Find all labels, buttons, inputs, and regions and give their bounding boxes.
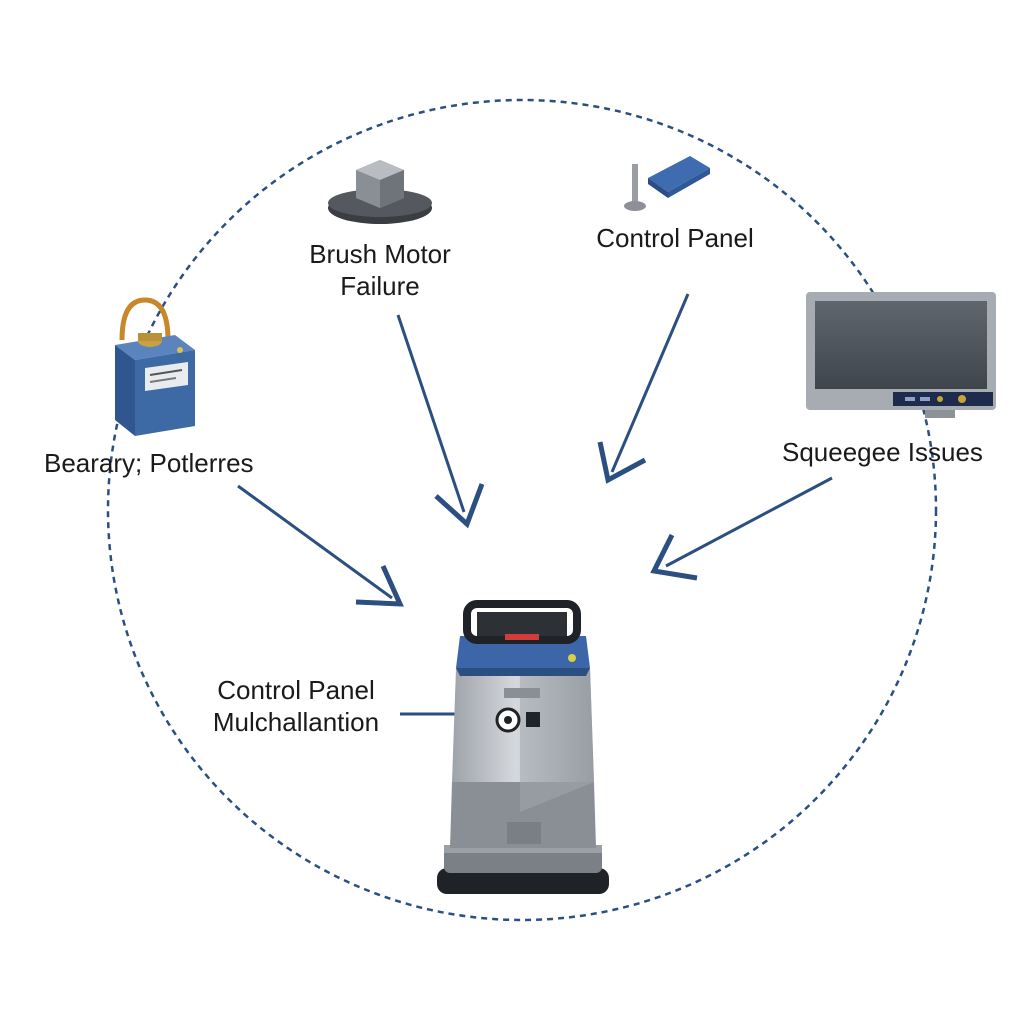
dashed-boundary-circle bbox=[106, 98, 938, 922]
arrow-battery bbox=[237, 484, 404, 607]
label-malfunction-line2: Mulchallantion bbox=[212, 707, 380, 737]
label-brush-motor-line2: Failure bbox=[340, 271, 420, 301]
arrow-control-panel bbox=[597, 293, 690, 484]
label-squeegee-issues: Squeegee Issues bbox=[782, 437, 983, 467]
battery-icon bbox=[115, 297, 195, 436]
label-control-panel: Control Panel bbox=[596, 223, 754, 253]
label-brush-motor-failure: Brush Motor Failure bbox=[280, 238, 480, 302]
arrow-squeegee bbox=[650, 476, 833, 581]
monitor-icon bbox=[806, 292, 996, 418]
label-battery-problems: Bearary; Potlerres bbox=[44, 448, 254, 478]
control-panel-icon bbox=[624, 156, 710, 211]
floor-scrubber-machine bbox=[437, 600, 609, 894]
label-brush-motor-line1: Brush Motor bbox=[309, 239, 451, 269]
arrow-brush-motor bbox=[396, 314, 485, 529]
label-control-panel-malfunction: Control Panel Mulchallantion bbox=[196, 674, 396, 738]
brush-motor-icon bbox=[328, 160, 432, 224]
label-malfunction-line1: Control Panel bbox=[217, 675, 375, 705]
